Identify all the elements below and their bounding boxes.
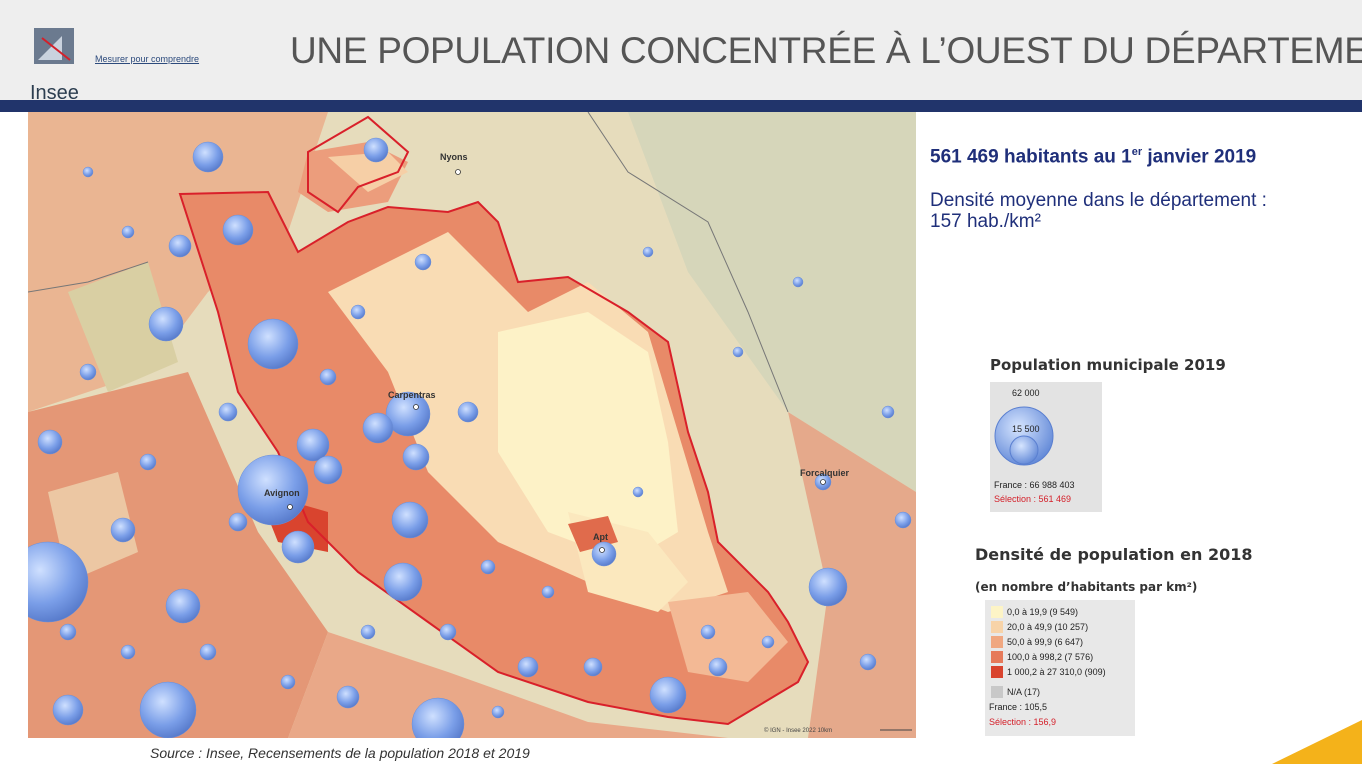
legend-label-2: 50,0 à 99,9 (6 647) (1007, 637, 1084, 647)
source-note: Source : Insee, Recensements de la popul… (150, 745, 530, 761)
legend-density-subtitle: (en nombre d’habitants par km²) (975, 580, 1198, 594)
legend-population-big: 62 000 (1012, 388, 1040, 398)
city-label-avignon: Avignon (264, 488, 300, 498)
legend-density-france: France : 105,5 (989, 702, 1048, 712)
map-credit: © IGN - Insee 2022 10km (764, 727, 832, 734)
title-bar (0, 100, 1362, 112)
legend-label-1: 20,0 à 49,9 (10 257) (1007, 622, 1089, 632)
department-boundary (178, 190, 810, 726)
legend-population-title: Population municipale 2019 (990, 356, 1226, 374)
map-svg: Nyons Carpentras Avignon Apt Forcalquier… (28, 112, 916, 738)
insee-logo-icon (34, 28, 74, 64)
legend-swatch-2 (991, 636, 1003, 648)
enclave-boundary (307, 115, 410, 214)
legend-density-selection: Sélection : 156,9 (989, 717, 1057, 727)
density-line-1: Densité moyenne dans le département : (930, 190, 1267, 211)
population-headline: 561 469 habitants au 1er janvier 2019 (930, 146, 1257, 168)
legend-bubbles-icon (994, 406, 1054, 466)
legend-label-4: 1 000,2 à 27 310,0 (909) (1007, 667, 1106, 677)
city-markers: Nyons Carpentras Avignon Apt Forcalquier (264, 152, 850, 553)
insee-logo: Insee (22, 22, 92, 104)
legend-swatch-0 (991, 606, 1003, 618)
legend-swatch-1 (991, 621, 1003, 633)
legend-swatch-na (991, 686, 1003, 698)
legend-swatch-4 (991, 666, 1003, 678)
density-map: Nyons Carpentras Avignon Apt Forcalquier… (28, 112, 916, 738)
legend-label-na: N/A (17) (1007, 687, 1041, 697)
population-bubbles (28, 137, 912, 738)
city-label-apt: Apt (593, 532, 608, 542)
legend-label-3: 100,0 à 998,2 (7 576) (1007, 652, 1094, 662)
corner-accent (1272, 720, 1362, 764)
legend-population-small: 15 500 (1012, 424, 1040, 434)
city-label-nyons: Nyons (440, 152, 468, 162)
legend-density-title: Densité de population en 2018 (975, 545, 1253, 564)
header: Insee Mesurer pour comprendre UNE POPULA… (0, 0, 1362, 104)
tagline: Mesurer pour comprendre (95, 54, 200, 64)
legend-swatch-3 (991, 651, 1003, 663)
legend-population-box: 62 000 15 500 France : 66 988 403 Sélect… (990, 382, 1102, 512)
logo-text: Insee (30, 82, 79, 104)
density-headline: Densité moyenne dans le département : 15… (930, 190, 1350, 232)
city-label-forcalquier: Forcalquier (800, 468, 850, 478)
legend-population-selection: Sélection : 561 469 (994, 494, 1072, 504)
legend-density-box: 0,0 à 19,9 (9 549) 20,0 à 49,9 (10 257) 50… (985, 600, 1135, 736)
density-line-2: 157 hab./km² (930, 211, 1041, 232)
legend-population-france: France : 66 988 403 (994, 480, 1075, 490)
page-title: UNE POPULATION CONCENTRÉE À L’OUEST DU D… (290, 30, 1362, 71)
legend-label-0: 0,0 à 19,9 (9 549) (1007, 607, 1079, 617)
city-label-carpentras: Carpentras (388, 390, 436, 400)
